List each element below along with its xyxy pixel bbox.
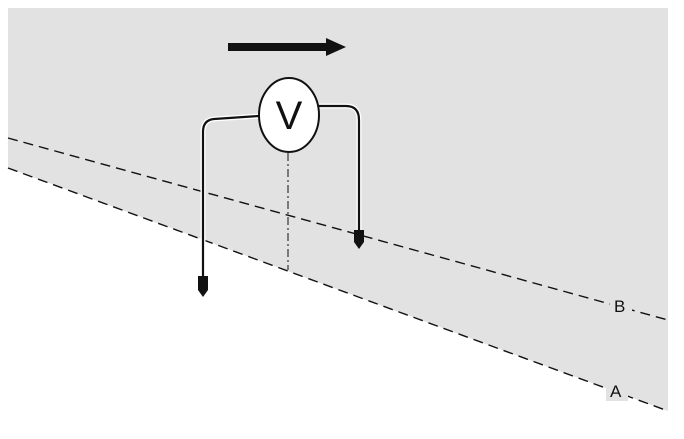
right-probe-tip-icon: [354, 230, 364, 249]
voltmeter-symbol: V: [276, 94, 303, 138]
shaded-region: [8, 8, 668, 411]
voltmeter-icon: V: [258, 77, 320, 153]
arrow-right-icon: [228, 38, 346, 56]
line-label-a: A: [610, 382, 622, 401]
left-probe-tip-icon: [198, 276, 208, 297]
label-gap-b: [610, 296, 632, 316]
dashed-line-a: [7, 167, 669, 412]
dashed-line-b: [7, 137, 669, 321]
line-label-b: B: [614, 297, 625, 316]
right-probe-wire: [315, 103, 362, 235]
label-gap-a: [606, 381, 628, 401]
left-probe-wire: [200, 113, 262, 281]
